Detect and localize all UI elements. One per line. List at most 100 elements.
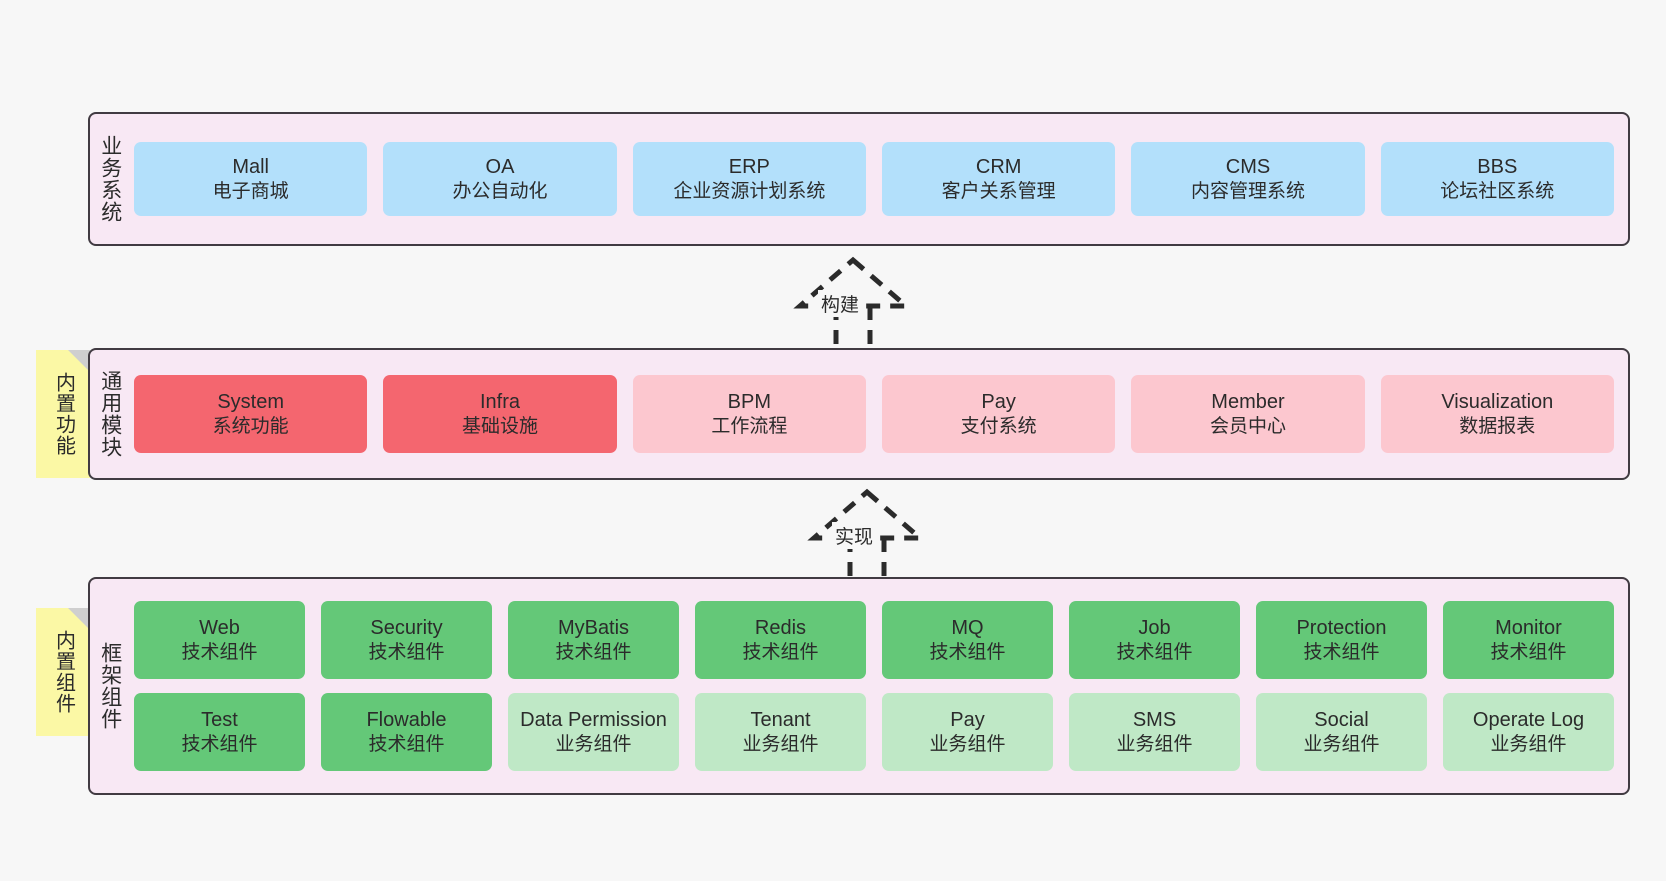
- node-cms-name: CMS: [1225, 156, 1271, 179]
- node-social[interactable]: Social 业务组件: [1256, 693, 1427, 771]
- note-fold-corner-icon: [68, 350, 90, 372]
- node-data-permission[interactable]: Data Permission 业务组件: [508, 693, 679, 771]
- node-mall-name: Mall: [232, 156, 269, 179]
- connector-realize-label: 实现: [832, 522, 877, 549]
- node-bbs-sub: 论坛社区系统: [1440, 180, 1555, 202]
- note-builtin-components-label: 内置组件: [52, 630, 75, 714]
- node-web[interactable]: Web 技术组件: [134, 601, 305, 679]
- node-erp[interactable]: ERP 企业资源计划系统: [632, 142, 866, 216]
- node-erp-name: ERP: [728, 156, 770, 179]
- business-node-row: Mall 电子商城 OA 办公自动化 ERP 企业资源计划系统 CRM 客户关系…: [134, 142, 1614, 216]
- node-social-name: Social: [1314, 709, 1369, 732]
- node-infra[interactable]: Infra 基础设施: [383, 375, 617, 453]
- node-tenant-sub: 业务组件: [742, 733, 819, 755]
- note-builtin-components: 内置组件: [36, 608, 90, 736]
- node-protection-sub: 技术组件: [1303, 641, 1380, 663]
- node-pay-component-name: Pay: [950, 709, 985, 732]
- node-sms[interactable]: SMS 业务组件: [1069, 693, 1240, 771]
- node-flowable-sub: 技术组件: [368, 733, 445, 755]
- node-pay-component[interactable]: Pay 业务组件: [882, 693, 1053, 771]
- node-pay-module-name: Pay: [981, 391, 1016, 414]
- node-test-name: Test: [201, 709, 238, 732]
- node-pay-module-sub: 支付系统: [960, 415, 1037, 437]
- modules-node-row: System 系统功能 Infra 基础设施 BPM 工作流程 Pay 支付系统…: [134, 375, 1614, 453]
- node-mq[interactable]: MQ 技术组件: [882, 601, 1053, 679]
- node-data-permission-name: Data Permission: [520, 709, 667, 732]
- node-bbs-name: BBS: [1477, 156, 1518, 179]
- node-oa-name: OA: [485, 156, 515, 179]
- layer-common-modules: 通用模块 System 系统功能 Infra 基础设施 BPM 工作流程 Pay…: [88, 348, 1630, 480]
- layer-framework-body: Web 技术组件 Security 技术组件 MyBatis 技术组件 Redi…: [130, 579, 1628, 793]
- node-test[interactable]: Test 技术组件: [134, 693, 305, 771]
- node-mall-sub: 电子商城: [212, 180, 289, 202]
- node-system-sub: 系统功能: [212, 415, 289, 437]
- node-security[interactable]: Security 技术组件: [321, 601, 492, 679]
- framework-tech-row: Web 技术组件 Security 技术组件 MyBatis 技术组件 Redi…: [134, 601, 1614, 679]
- note-builtin-functions: 内置功能: [36, 350, 90, 478]
- note-fold-corner-icon: [68, 608, 90, 630]
- node-security-name: Security: [370, 617, 443, 640]
- node-mybatis-sub: 技术组件: [555, 641, 632, 663]
- node-mq-sub: 技术组件: [929, 641, 1006, 663]
- layer-business-body: Mall 电子商城 OA 办公自动化 ERP 企业资源计划系统 CRM 客户关系…: [130, 114, 1628, 244]
- node-system-name: System: [217, 391, 284, 414]
- node-web-name: Web: [199, 617, 240, 640]
- node-redis[interactable]: Redis 技术组件: [695, 601, 866, 679]
- layer-business-systems: 业务系统 Mall 电子商城 OA 办公自动化 ERP 企业资源计划系统 CRM…: [88, 112, 1630, 246]
- node-bpm-name: BPM: [727, 391, 771, 414]
- node-crm[interactable]: CRM 客户关系管理: [881, 142, 1116, 216]
- node-social-sub: 业务组件: [1303, 733, 1380, 755]
- node-tenant-name: Tenant: [750, 709, 811, 732]
- node-protection[interactable]: Protection 技术组件: [1256, 601, 1427, 679]
- node-system[interactable]: System 系统功能: [134, 375, 368, 453]
- node-sms-sub: 业务组件: [1116, 733, 1193, 755]
- connector-build-label: 构建: [818, 290, 863, 317]
- framework-business-row: Test 技术组件 Flowable 技术组件 Data Permission …: [134, 693, 1614, 771]
- node-web-sub: 技术组件: [181, 641, 258, 663]
- node-crm-sub: 客户关系管理: [941, 180, 1056, 202]
- layer-framework-components: 框架组件 Web 技术组件 Security 技术组件 MyBatis 技术组件…: [88, 577, 1630, 795]
- node-infra-name: Infra: [479, 391, 520, 414]
- node-mybatis[interactable]: MyBatis 技术组件: [508, 601, 679, 679]
- node-tenant[interactable]: Tenant 业务组件: [695, 693, 866, 771]
- node-infra-sub: 基础设施: [461, 415, 538, 437]
- node-test-sub: 技术组件: [181, 733, 258, 755]
- node-mq-name: MQ: [951, 617, 984, 640]
- node-redis-sub: 技术组件: [742, 641, 819, 663]
- node-bbs[interactable]: BBS 论坛社区系统: [1380, 142, 1614, 216]
- node-job-name: Job: [1138, 617, 1171, 640]
- node-cms[interactable]: CMS 内容管理系统: [1131, 142, 1365, 216]
- node-job[interactable]: Job 技术组件: [1069, 601, 1240, 679]
- node-operate-log-name: Operate Log: [1472, 709, 1585, 732]
- node-redis-name: Redis: [754, 617, 807, 640]
- node-monitor-name: Monitor: [1495, 617, 1562, 640]
- layer-framework-title: 框架组件: [98, 642, 122, 730]
- node-member[interactable]: Member 会员中心: [1131, 375, 1365, 453]
- node-monitor[interactable]: Monitor 技术组件: [1443, 601, 1614, 679]
- node-mall[interactable]: Mall 电子商城: [134, 142, 368, 216]
- node-oa[interactable]: OA 办公自动化: [383, 142, 617, 216]
- node-crm-name: CRM: [975, 156, 1022, 179]
- node-oa-sub: 办公自动化: [452, 180, 548, 202]
- node-visualization-sub: 数据报表: [1459, 415, 1536, 437]
- node-visualization[interactable]: Visualization 数据报表: [1380, 375, 1614, 453]
- node-job-sub: 技术组件: [1116, 641, 1193, 663]
- node-flowable-name: Flowable: [366, 709, 447, 732]
- node-sms-name: SMS: [1132, 709, 1177, 732]
- layer-modules-body: System 系统功能 Infra 基础设施 BPM 工作流程 Pay 支付系统…: [130, 350, 1628, 478]
- node-member-sub: 会员中心: [1209, 415, 1286, 437]
- node-flowable[interactable]: Flowable 技术组件: [321, 693, 492, 771]
- connector-realize: 实现: [772, 488, 962, 588]
- node-monitor-sub: 技术组件: [1490, 641, 1567, 663]
- node-security-sub: 技术组件: [368, 641, 445, 663]
- node-pay-module[interactable]: Pay 支付系统: [881, 375, 1116, 453]
- note-builtin-functions-label: 内置功能: [52, 372, 75, 456]
- node-member-name: Member: [1211, 391, 1285, 414]
- node-data-permission-sub: 业务组件: [555, 733, 632, 755]
- node-bpm[interactable]: BPM 工作流程: [632, 375, 866, 453]
- connector-build: 构建: [758, 256, 948, 356]
- node-operate-log[interactable]: Operate Log 业务组件: [1443, 693, 1614, 771]
- node-bpm-sub: 工作流程: [711, 415, 788, 437]
- layer-business-title: 业务系统: [98, 135, 122, 223]
